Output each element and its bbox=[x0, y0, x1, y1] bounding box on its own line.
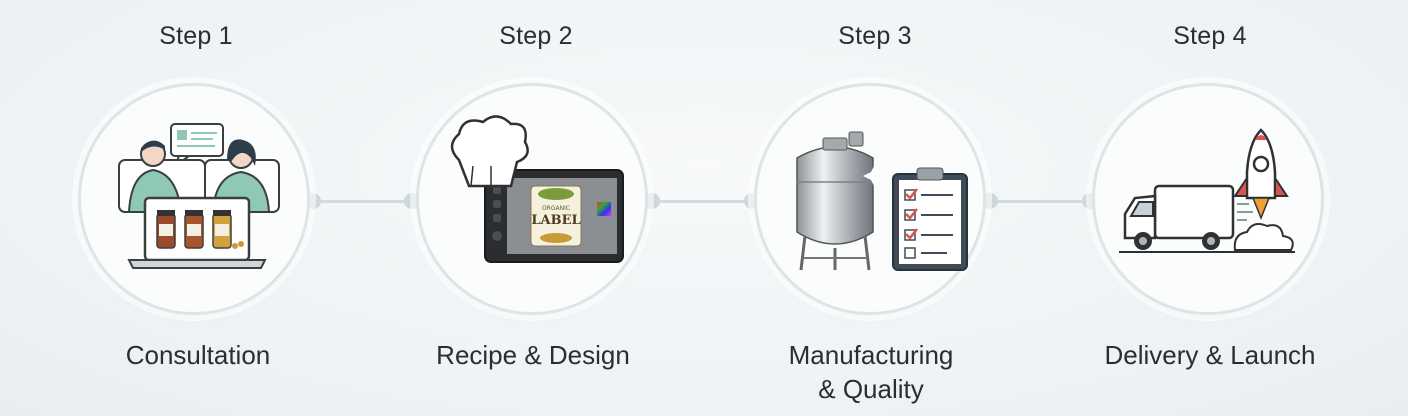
step-3-caption: Manufacturing & Quality bbox=[731, 338, 1011, 406]
step-2-caption: Recipe & Design bbox=[393, 338, 673, 372]
caption-line: Manufacturing bbox=[788, 340, 954, 370]
caption-line: & Quality bbox=[818, 374, 924, 404]
step-4-circle bbox=[1092, 83, 1324, 315]
caption-line: Recipe & Design bbox=[436, 340, 630, 370]
connector-3-4 bbox=[990, 200, 1090, 203]
connector-2-3 bbox=[652, 200, 752, 203]
step-4-title: Step 4 bbox=[1173, 22, 1247, 50]
step-4-caption: Delivery & Launch bbox=[1070, 338, 1350, 372]
connector-dot bbox=[982, 193, 998, 209]
step-1-circle bbox=[78, 83, 310, 315]
caption-line: Consultation bbox=[125, 340, 271, 370]
caption-line: Delivery & Launch bbox=[1104, 340, 1316, 370]
step-3-title: Step 3 bbox=[838, 22, 912, 50]
connector-dot bbox=[644, 193, 660, 209]
manufacturing-tank-icon bbox=[796, 131, 968, 271]
step-1-title: Step 1 bbox=[159, 22, 233, 50]
delivery-rocket-icon bbox=[1119, 128, 1295, 253]
step-3-circle bbox=[754, 83, 986, 315]
connector-1-2 bbox=[312, 200, 412, 203]
step-1-caption: Consultation bbox=[58, 338, 338, 372]
step-2-circle: ORGANIC LABEL bbox=[416, 83, 648, 315]
label-top-text: ORGANIC bbox=[542, 205, 570, 212]
label-main-text: LABEL bbox=[531, 213, 580, 228]
design-tablet-icon: ORGANIC LABEL bbox=[450, 115, 624, 263]
consultation-icon bbox=[118, 123, 280, 269]
step-2-title: Step 2 bbox=[499, 22, 573, 50]
